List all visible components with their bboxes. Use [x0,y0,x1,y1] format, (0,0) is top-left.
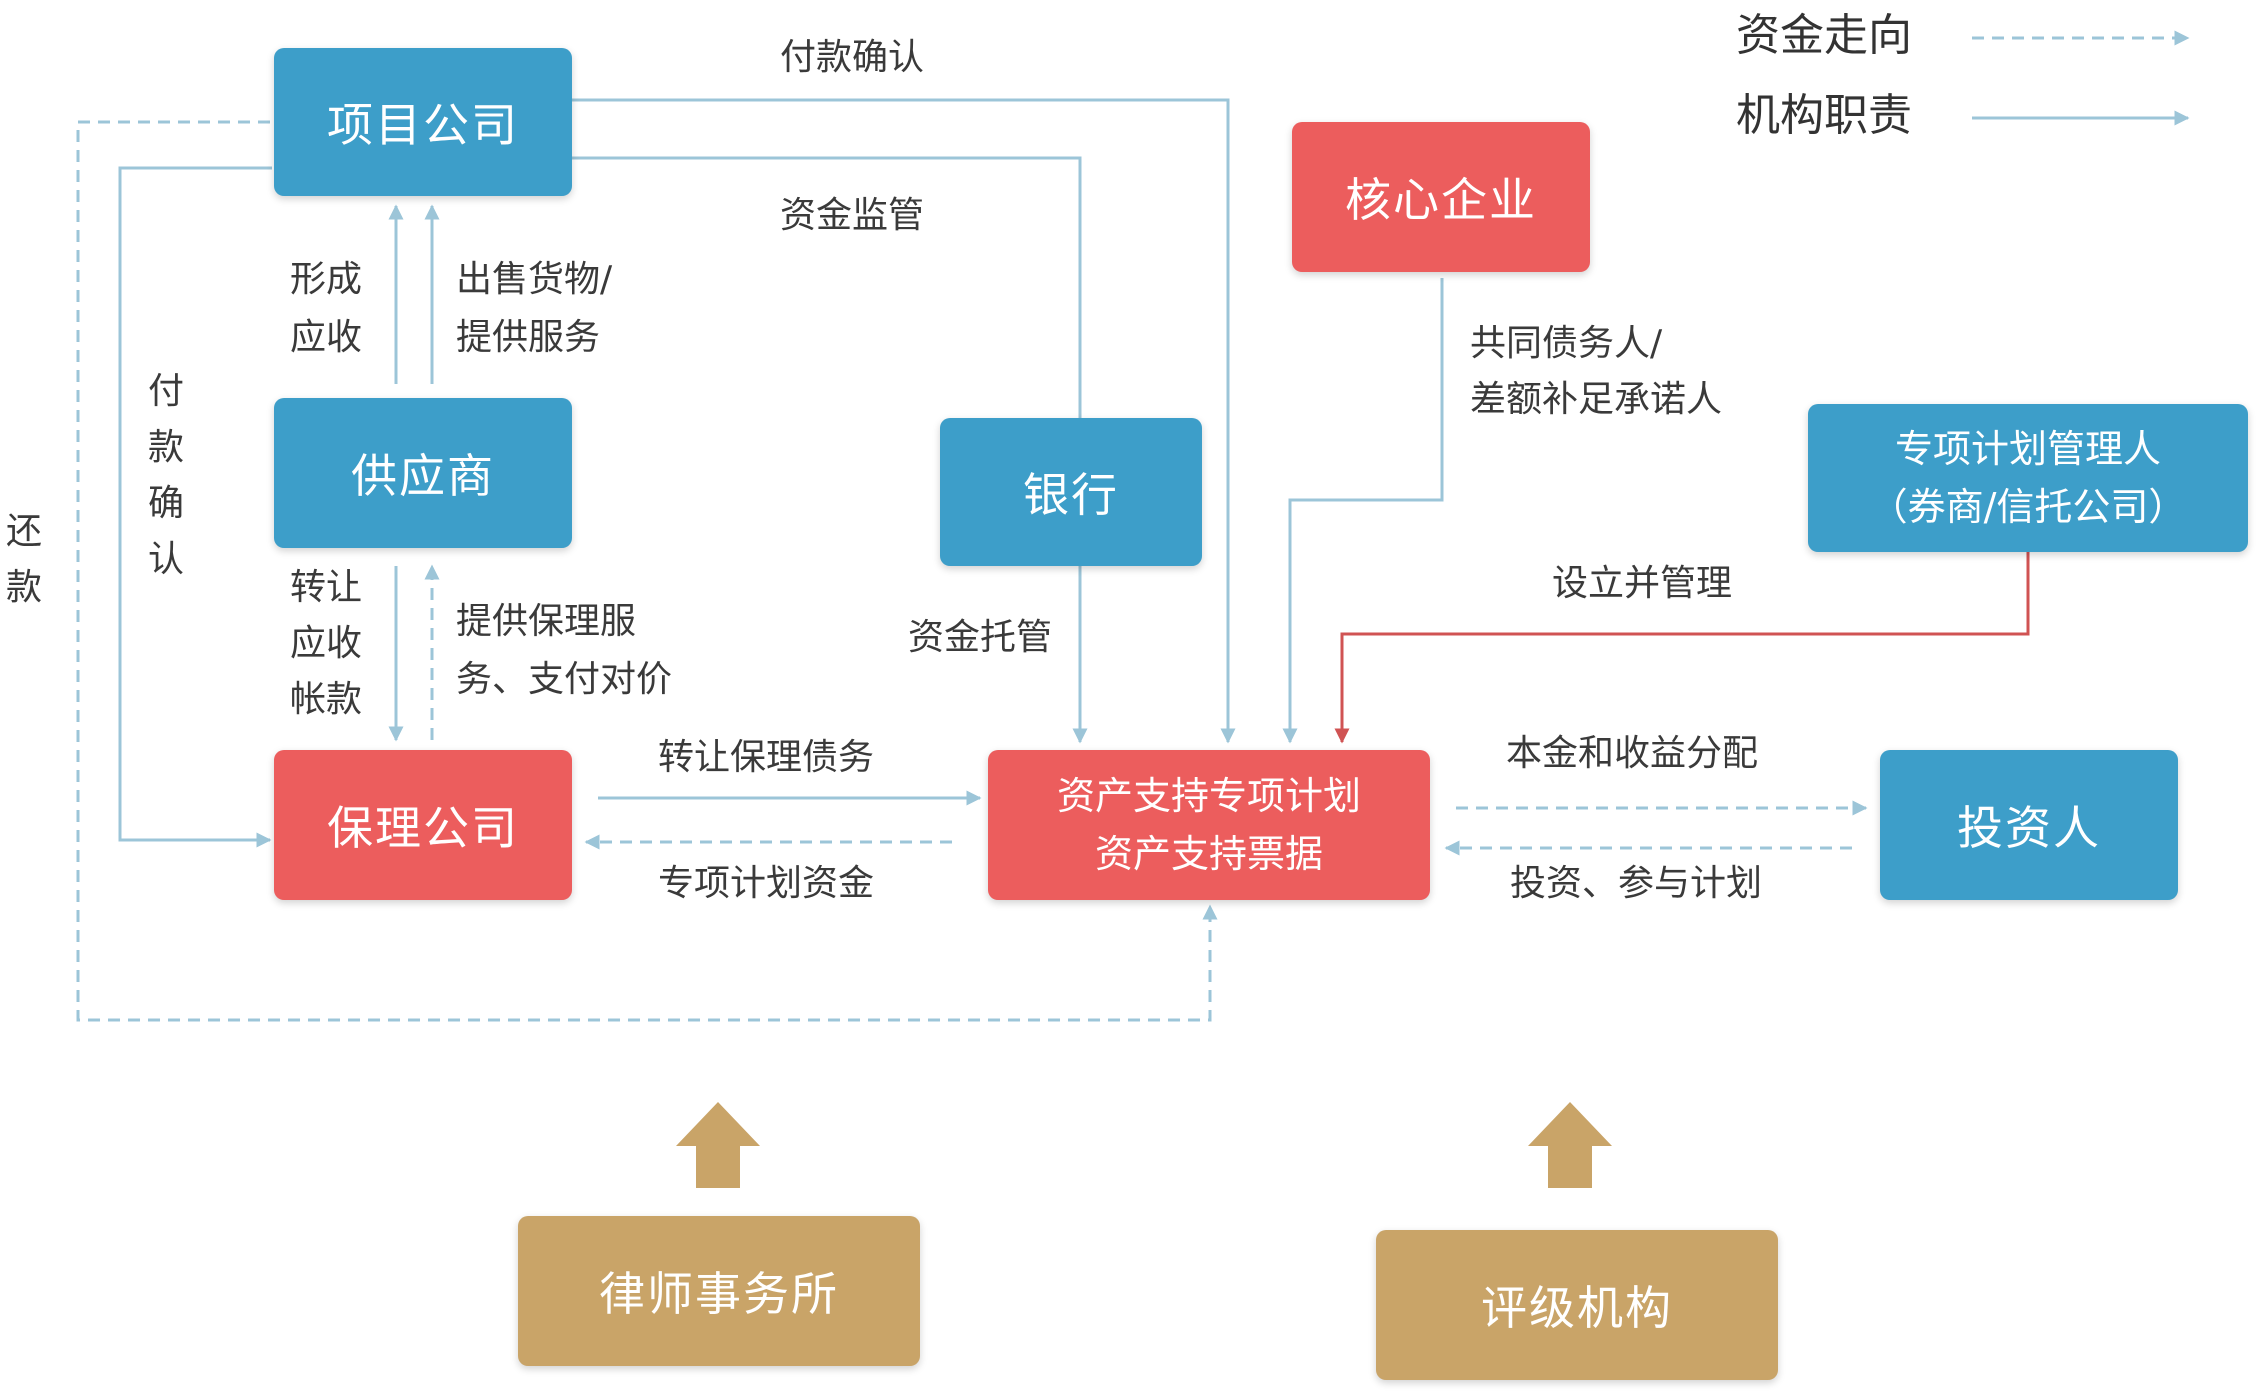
node-core-enterprise: 核心企业 [1292,122,1590,272]
label-sell-goods-1: 出售货物/ [456,259,613,300]
arrow-core-enterprise [1282,278,1444,744]
legend-org-duty-label: 机构职责 [1736,90,1912,141]
label-invest-participate: 投资、参与计划 [1510,863,1763,904]
label-fund-custody: 资金托管 [908,617,1053,658]
label-payment-confirm-top: 付款确认 [780,37,925,78]
label-repay-vertical: 还 款 [5,511,42,608]
node-plan-manager-line2: （券商/信托公司） [1869,485,2187,529]
label-factoring-service-2: 务、支付对价 [456,659,673,700]
arrow-payment-confirm-left [118,166,272,848]
node-plan-manager: 专项计划管理人 （券商/信托公司） [1808,404,2248,552]
node-factoring-company: 保理公司 [274,750,572,900]
gold-up-arrow-left [676,1102,760,1188]
node-abs-plan-line1: 资产支持专项计划 [1056,774,1361,818]
label-sell-goods-2: 提供服务 [456,317,601,358]
gold-up-arrow-right [1528,1102,1612,1188]
label-transfer-receivable-2: 应收 [290,623,363,664]
label-fund-supervision: 资金监管 [780,195,925,236]
label-establish-manage: 设立并管理 [1552,563,1733,604]
label-payment-confirm-vertical: 付 款 确 认 [147,371,184,580]
arrow-fund-supervision [572,156,1082,418]
node-supplier: 供应商 [274,398,572,548]
label-transfer-factoring-debt: 转让保理债务 [658,737,875,778]
node-law-firm-label: 律师事务所 [599,1267,839,1321]
node-law-firm: 律师事务所 [518,1216,920,1366]
label-form-receivable-2: 应收 [290,317,363,358]
arrow-payment-confirm-top [572,98,1236,744]
legend-fund-flow-label: 资金走向 [1736,10,1912,61]
node-bank-label: 银行 [1023,468,1119,522]
arrow-repay-loop [76,120,1218,1022]
label-transfer-receivable-1: 转让 [290,567,363,608]
node-supplier-label: 供应商 [351,449,495,503]
label-plan-funds: 专项计划资金 [658,863,875,904]
node-rating-agency: 评级机构 [1376,1230,1778,1380]
node-abs-plan-line2: 资产支持票据 [1094,832,1323,876]
node-investor-label: 投资人 [1957,801,2101,855]
label-co-debtor-1: 共同债务人/ [1470,323,1663,364]
node-project-company: 项目公司 [274,48,572,196]
label-transfer-receivable-3: 帐款 [290,679,363,720]
node-bank: 银行 [940,418,1202,566]
label-factoring-service-1: 提供保理服 [456,601,637,642]
node-factoring-company-label: 保理公司 [327,801,519,855]
node-investor: 投资人 [1880,750,2178,900]
node-rating-agency-label: 评级机构 [1481,1281,1673,1335]
label-form-receivable-1: 形成 [290,259,363,300]
node-abs-plan: 资产支持专项计划 资产支持票据 [988,750,1430,900]
arrow-establish-manage [1334,552,2030,744]
node-plan-manager-line1: 专项计划管理人 [1894,427,2161,471]
label-principal-distribution: 本金和收益分配 [1506,733,1759,774]
node-project-company-label: 项目公司 [327,98,519,152]
label-co-debtor-2: 差额补足承诺人 [1470,379,1723,420]
node-core-enterprise-label: 核心企业 [1345,173,1537,227]
